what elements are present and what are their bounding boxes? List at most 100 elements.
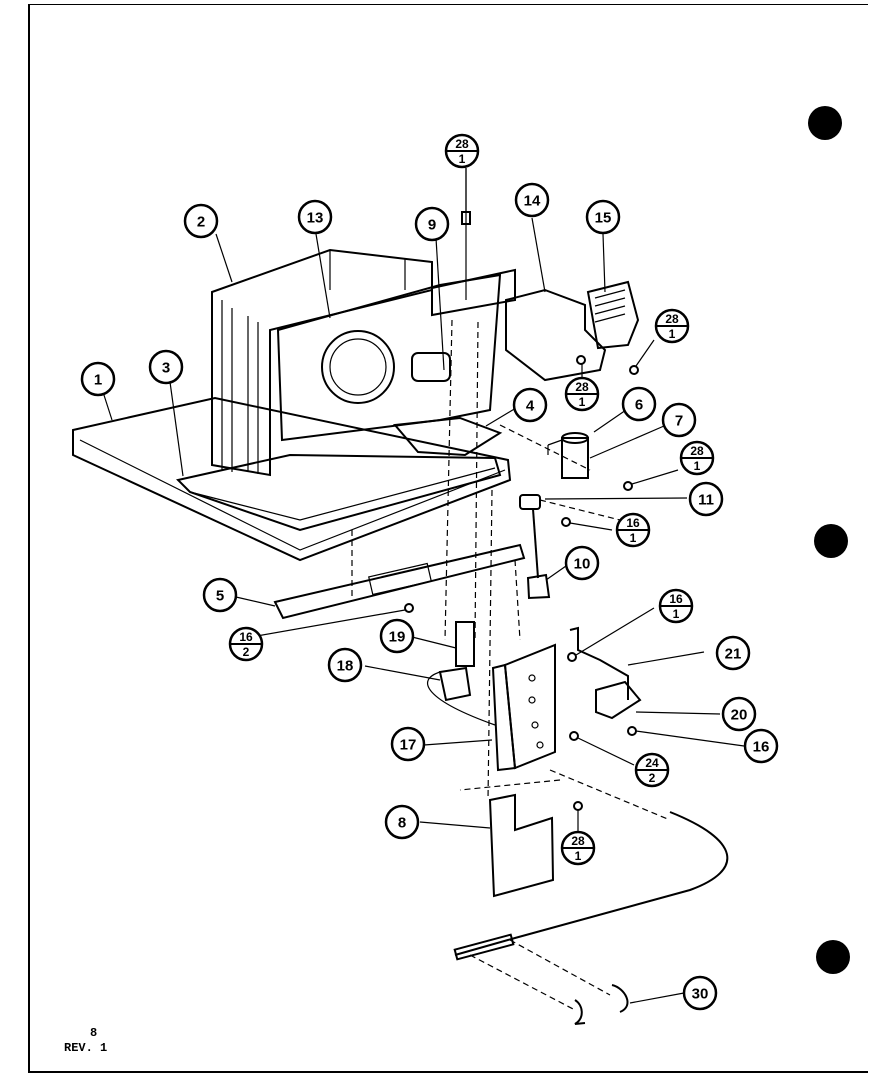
fraction-callout: 281 (444, 133, 480, 169)
fraction-numerator: 28 (455, 137, 469, 151)
callout-1: 1 (80, 361, 116, 397)
mounting-rail (273, 543, 526, 620)
callout-circle (585, 199, 621, 235)
callout-number: 15 (595, 210, 612, 227)
callout-circle (327, 647, 363, 683)
callout-number: 4 (526, 398, 535, 415)
sensor-bulb (453, 811, 729, 1025)
thermostat-knob (519, 494, 551, 600)
fraction-callout: 161 (658, 588, 694, 624)
fraction-denominator: 1 (673, 607, 680, 621)
callout-circle (202, 577, 238, 613)
callout-number: 19 (389, 629, 406, 646)
callout-number: 17 (400, 737, 417, 754)
fraction-callout: 161 (615, 512, 651, 548)
fraction-callout: 242 (634, 752, 670, 788)
callout-number: 7 (675, 413, 683, 430)
callout-circle (564, 545, 600, 581)
callout-8: 8 (384, 804, 420, 840)
fraction-callout: 281 (654, 308, 690, 344)
fraction-callout: 281 (564, 376, 600, 412)
callout-number: 9 (428, 217, 436, 234)
fraction-denominator: 1 (575, 849, 582, 863)
callout-19: 19 (379, 618, 415, 654)
sheet-border (28, 4, 868, 1073)
callout-number: 8 (398, 815, 406, 832)
callout-20: 20 (721, 696, 757, 732)
fraction-denominator: 1 (669, 327, 676, 341)
fraction-denominator: 1 (459, 152, 466, 166)
callout-14: 14 (514, 182, 550, 218)
callout-number: 11 (698, 492, 714, 509)
callout-13: 13 (297, 199, 333, 235)
fraction-numerator: 28 (665, 312, 679, 326)
callout-30: 30 (682, 975, 718, 1011)
fraction-denominator: 1 (630, 531, 637, 545)
fraction-numerator: 28 (575, 380, 589, 394)
callout-10: 10 (564, 545, 600, 581)
drain-tray (176, 453, 502, 532)
callout-9: 9 (414, 206, 450, 242)
callout-circle (183, 203, 219, 239)
callout-5: 5 (202, 577, 238, 613)
fraction-callout: 281 (560, 830, 596, 866)
switch-and-clip (427, 621, 496, 726)
callout-21: 21 (715, 635, 751, 671)
control-bracket (505, 288, 607, 382)
callout-circle (80, 361, 116, 397)
callout-circle (621, 386, 657, 422)
callout-number: 18 (337, 658, 354, 675)
callout-circle (414, 206, 450, 242)
callout-4: 4 (512, 387, 548, 423)
binder-hole-middle (814, 524, 848, 558)
callout-circle (743, 728, 779, 764)
control-panel (491, 643, 556, 772)
leader-lines (102, 168, 745, 1004)
callout-6: 6 (621, 386, 657, 422)
revision-label: REV. 1 (64, 1041, 108, 1055)
callout-11: 11 (688, 481, 724, 517)
callout-number: 14 (524, 193, 541, 210)
fraction-denominator: 2 (243, 645, 250, 659)
callout-15: 15 (585, 199, 621, 235)
callout-number: 30 (692, 986, 709, 1003)
control-cover (488, 793, 555, 898)
fraction-callout: 281 (679, 440, 715, 476)
callout-circle (512, 387, 548, 423)
callout-circle (390, 726, 426, 762)
capacitor (547, 432, 589, 479)
callout-circle (384, 804, 420, 840)
relay-bracket (569, 626, 642, 720)
callout-number: 16 (753, 739, 770, 756)
callout-number: 2 (197, 214, 205, 231)
callout-number: 10 (574, 556, 591, 573)
shroud-plate (393, 416, 503, 457)
fraction-numerator: 28 (690, 444, 704, 458)
callout-circle (297, 199, 333, 235)
page-number: 8 (90, 1026, 98, 1040)
callout-circle (148, 349, 184, 385)
callout-circle (721, 696, 757, 732)
callout-number: 5 (216, 588, 224, 605)
fraction-denominator: 1 (694, 459, 701, 473)
callout-number: 20 (731, 707, 748, 724)
callout-number: 1 (94, 372, 102, 389)
callout-circle (514, 182, 550, 218)
binder-hole-bottom (816, 940, 850, 974)
assembly-lines (351, 319, 671, 1011)
fraction-numerator: 16 (239, 630, 253, 644)
callout-7: 7 (661, 402, 697, 438)
fraction-denominator: 1 (579, 395, 586, 409)
callout-17: 17 (390, 726, 426, 762)
callout-18: 18 (327, 647, 363, 683)
binder-hole-top (808, 106, 842, 140)
terminal-block (586, 280, 640, 350)
callout-circle (379, 618, 415, 654)
fraction-numerator: 16 (669, 592, 683, 606)
callout-3: 3 (148, 349, 184, 385)
base-pan (72, 396, 512, 562)
scroll-panel (276, 273, 502, 442)
